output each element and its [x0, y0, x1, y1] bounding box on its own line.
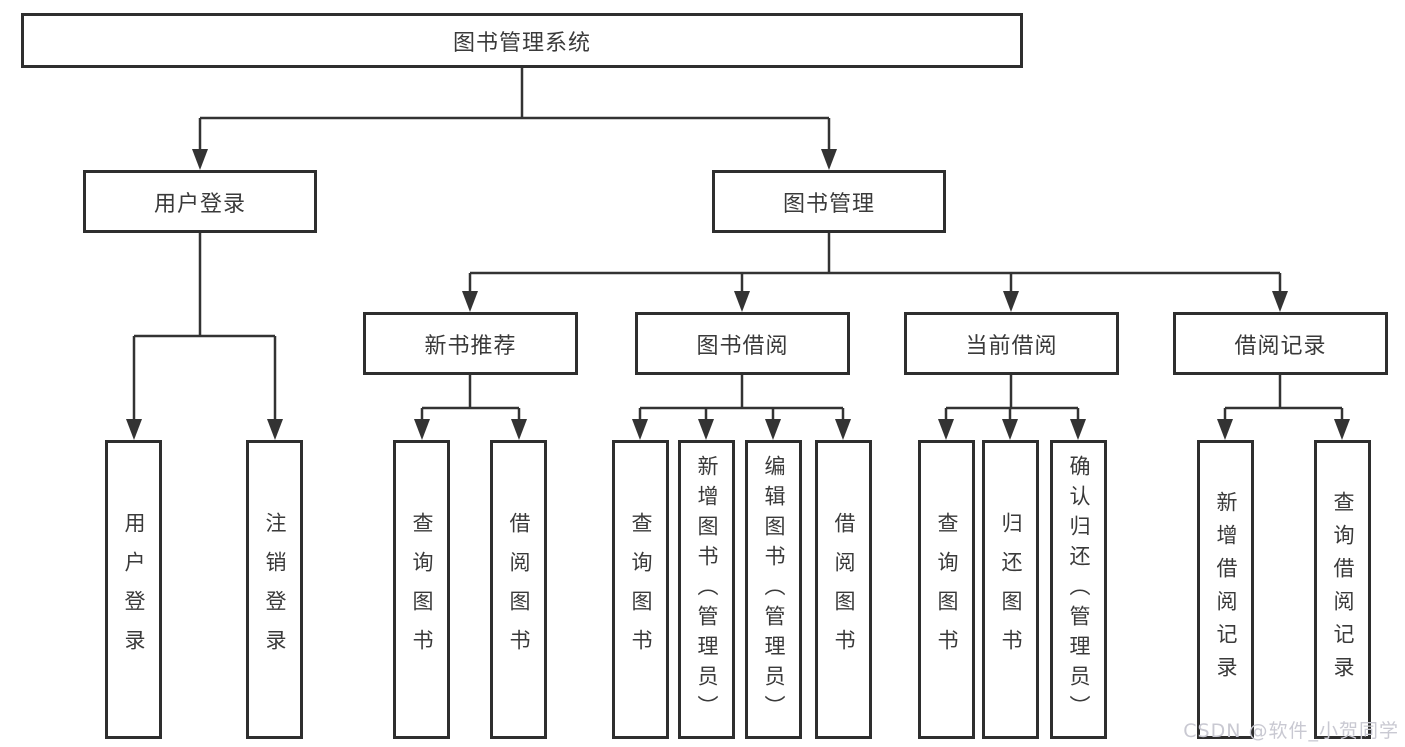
leaf-bb-edit-books-admin: 编辑图书（管理员） [745, 440, 802, 739]
node-borrow-record: 借阅记录 [1173, 312, 1388, 375]
node-root-label: 图书管理系统 [452, 30, 591, 56]
node-user-login-label: 用户登录 [153, 191, 246, 217]
leaf-cb-confirm-return-admin-label: 确认归还（管理员） [1067, 454, 1091, 725]
node-book-mgmt-label: 图书管理 [782, 191, 875, 217]
node-book-mgmt: 图书管理 [712, 170, 946, 233]
leaf-br-add-record: 新增借阅记录 [1197, 440, 1254, 739]
leaf-bb-query-books-label: 查询图书 [629, 511, 653, 668]
node-borrow-record-label: 借阅记录 [1234, 333, 1327, 359]
leaf-bb-edit-books-admin-label: 编辑图书（管理员） [762, 454, 786, 725]
node-new-book-rec: 新书推荐 [363, 312, 578, 375]
leaf-bb-query-books: 查询图书 [612, 440, 669, 739]
leaf-rec-query-books: 查询图书 [393, 440, 450, 739]
node-root: 图书管理系统 [21, 13, 1023, 68]
leaf-logout: 注销登录 [246, 440, 303, 739]
node-book-borrow-label: 图书借阅 [696, 333, 789, 359]
leaf-bb-add-books-admin: 新增图书（管理员） [678, 440, 735, 739]
node-current-borrow: 当前借阅 [904, 312, 1119, 375]
watermark: CSDN @软件_小贺同学 [1183, 720, 1399, 742]
node-user-login: 用户登录 [83, 170, 317, 233]
leaf-user-login: 用户登录 [105, 440, 162, 739]
leaf-br-add-record-label: 新增借阅记录 [1214, 490, 1238, 689]
leaf-bb-borrow-books: 借阅图书 [815, 440, 872, 739]
leaf-cb-return-books-label: 归还图书 [999, 511, 1023, 668]
leaf-br-query-record: 查询借阅记录 [1314, 440, 1371, 739]
leaf-rec-query-books-label: 查询图书 [410, 511, 434, 668]
node-book-borrow: 图书借阅 [635, 312, 850, 375]
node-new-book-rec-label: 新书推荐 [424, 333, 517, 359]
leaf-cb-query-books-label: 查询图书 [935, 511, 959, 668]
leaf-bb-add-books-admin-label: 新增图书（管理员） [695, 454, 719, 725]
leaf-logout-label: 注销登录 [263, 511, 287, 668]
leaf-cb-query-books: 查询图书 [918, 440, 975, 739]
leaf-cb-confirm-return-admin: 确认归还（管理员） [1050, 440, 1107, 739]
leaf-br-query-record-label: 查询借阅记录 [1331, 490, 1355, 689]
leaf-rec-borrow-books-label: 借阅图书 [507, 511, 531, 668]
node-current-borrow-label: 当前借阅 [965, 333, 1058, 359]
leaf-cb-return-books: 归还图书 [982, 440, 1039, 739]
leaf-rec-borrow-books: 借阅图书 [490, 440, 547, 739]
leaf-user-login-label: 用户登录 [122, 511, 146, 668]
leaf-bb-borrow-books-label: 借阅图书 [832, 511, 856, 668]
